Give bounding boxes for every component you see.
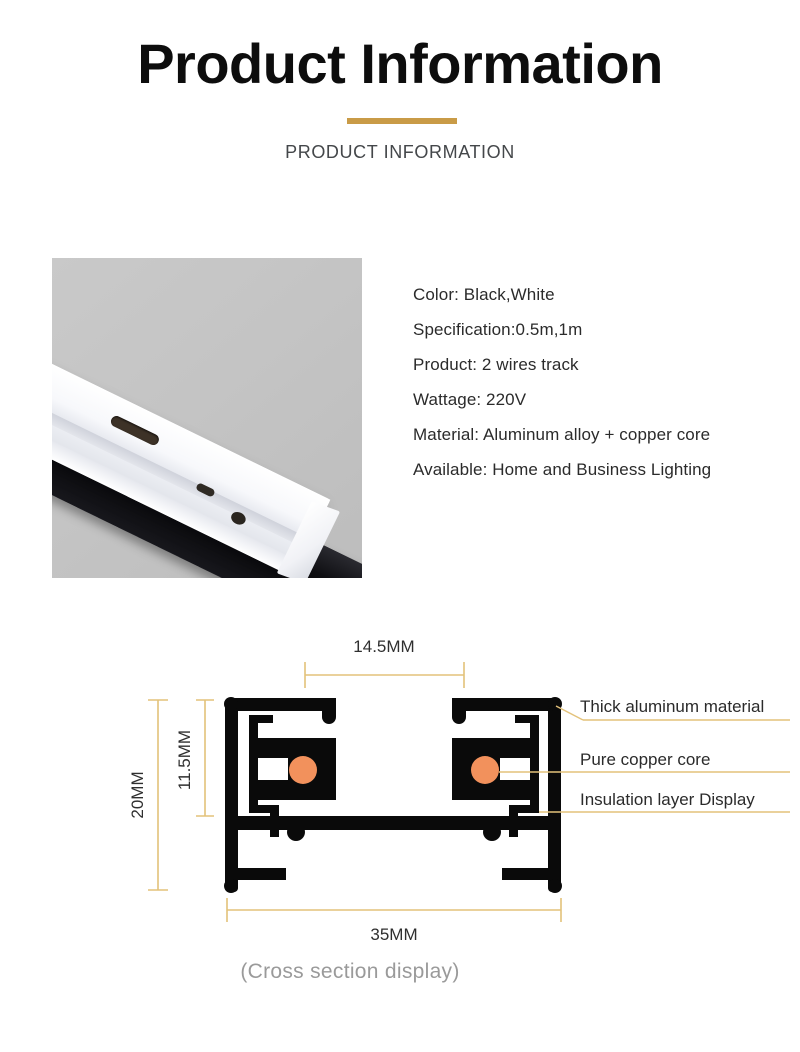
dimension-overall-width-label: 35MM <box>370 925 417 944</box>
dimension-overall-height: 20MM <box>128 699 168 891</box>
copper-core-left <box>289 756 317 784</box>
spec-row-specification: Specification:0.5m,1m <box>413 320 583 339</box>
page-title: Product Information <box>137 32 663 95</box>
dimension-inner-height-label: 11.5MM <box>175 730 194 790</box>
diagram-caption: (Cross section display) <box>240 960 460 983</box>
spec-row-material: Material: Aluminum alloy + copper core <box>413 425 711 444</box>
cross-section-diagram: 14.5MM 20MM 11.5MM 35MM <box>0 620 800 1020</box>
product-photo <box>52 258 362 578</box>
page-header: Product Information PRODUCT INFORMATION <box>0 0 800 200</box>
spec-row-color: Color: Black,White <box>413 285 555 304</box>
callout-pure-copper-core-label: Pure copper core <box>580 750 710 769</box>
spec-list: Color: Black,White Specification:0.5m,1m… <box>413 277 800 487</box>
callout-pure-copper-core: Pure copper core <box>499 750 790 773</box>
dimension-overall-height-label: 20MM <box>128 771 147 818</box>
spec-row-wattage: Wattage: 220V <box>413 390 527 409</box>
callout-insulation-layer-display: Insulation layer Display <box>539 790 790 813</box>
callout-thick-aluminum-material-label: Thick aluminum material <box>580 697 764 716</box>
aluminum-profile <box>224 697 562 893</box>
dimension-overall-width: 35MM <box>226 898 562 944</box>
callout-thick-aluminum-material: Thick aluminum material <box>555 697 790 721</box>
spec-row-available: Available: Home and Business Lighting <box>413 460 712 479</box>
callout-insulation-layer-display-label: Insulation layer Display <box>580 790 755 809</box>
copper-core-right <box>471 756 499 784</box>
dimension-inner-width-label: 14.5MM <box>353 637 414 656</box>
dimension-inner-width: 14.5MM <box>304 637 465 688</box>
title-accent-rule <box>347 118 457 124</box>
specifications-section: Color: Black,White Specification:0.5m,1m… <box>0 255 800 585</box>
dimension-inner-height: 11.5MM <box>175 699 214 817</box>
cross-section-drawing: 14.5MM 20MM 11.5MM 35MM <box>128 637 790 944</box>
page-subtitle: PRODUCT INFORMATION <box>285 142 515 162</box>
spec-row-product: Product: 2 wires track <box>413 355 579 374</box>
